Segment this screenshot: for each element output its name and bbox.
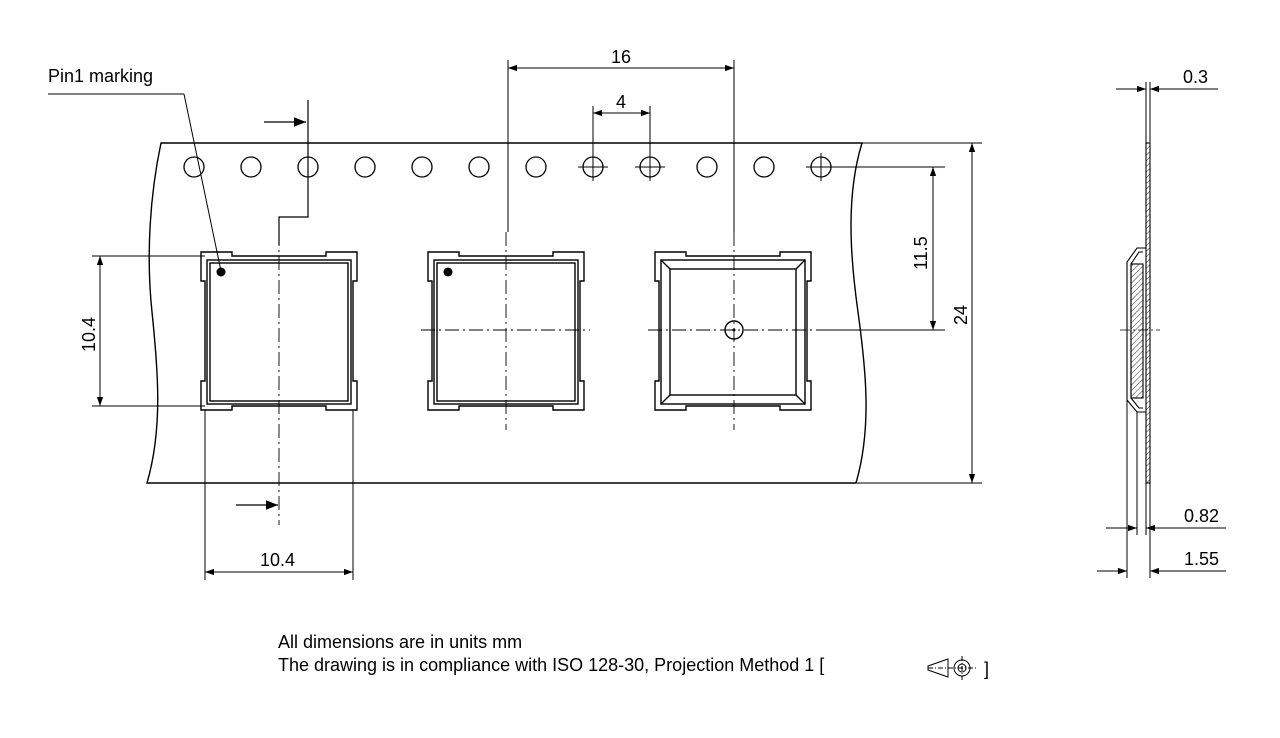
pin1-dot-1 [216, 267, 226, 277]
dim-16-label: 16 [611, 47, 631, 67]
dim-1-55-label: 1.55 [1184, 549, 1219, 569]
dim-11-5 [820, 166, 945, 331]
pin1-leader [48, 93, 222, 272]
section-line [236, 100, 309, 510]
dim-24 [856, 142, 982, 484]
side-view [1120, 142, 1160, 484]
center-lines [278, 232, 820, 525]
dim-0-82-label: 0.82 [1184, 506, 1219, 526]
pin1-dot-2 [443, 267, 453, 277]
pin1-label: Pin1 marking [48, 66, 153, 86]
dim-4 [592, 106, 651, 153]
dim-4-label: 4 [616, 92, 626, 112]
projection-method-symbol [927, 656, 978, 680]
note-units: All dimensions are in units mm [278, 632, 523, 652]
dim-0-82 [1106, 412, 1226, 535]
dim-1-55 [1097, 400, 1226, 578]
dim-0-3 [1116, 82, 1218, 143]
dim-10-4-horizontal-label: 10.4 [260, 550, 295, 570]
dim-10-4-horizontal [204, 410, 354, 580]
dim-10-4-vertical [92, 255, 205, 407]
dim-10-4-vertical-label: 10.4 [79, 317, 99, 352]
dim-0-3-label: 0.3 [1183, 67, 1208, 87]
projection-bracket-close: ] [984, 659, 989, 679]
carrier-tape-outline [146, 142, 867, 484]
dim-16 [507, 60, 735, 232]
dim-24-label: 24 [951, 305, 971, 325]
note-iso-compliance: The drawing is in compliance with ISO 12… [278, 655, 825, 675]
dim-11-5-label: 11.5 [911, 236, 931, 270]
hole-centerlines [578, 153, 836, 181]
